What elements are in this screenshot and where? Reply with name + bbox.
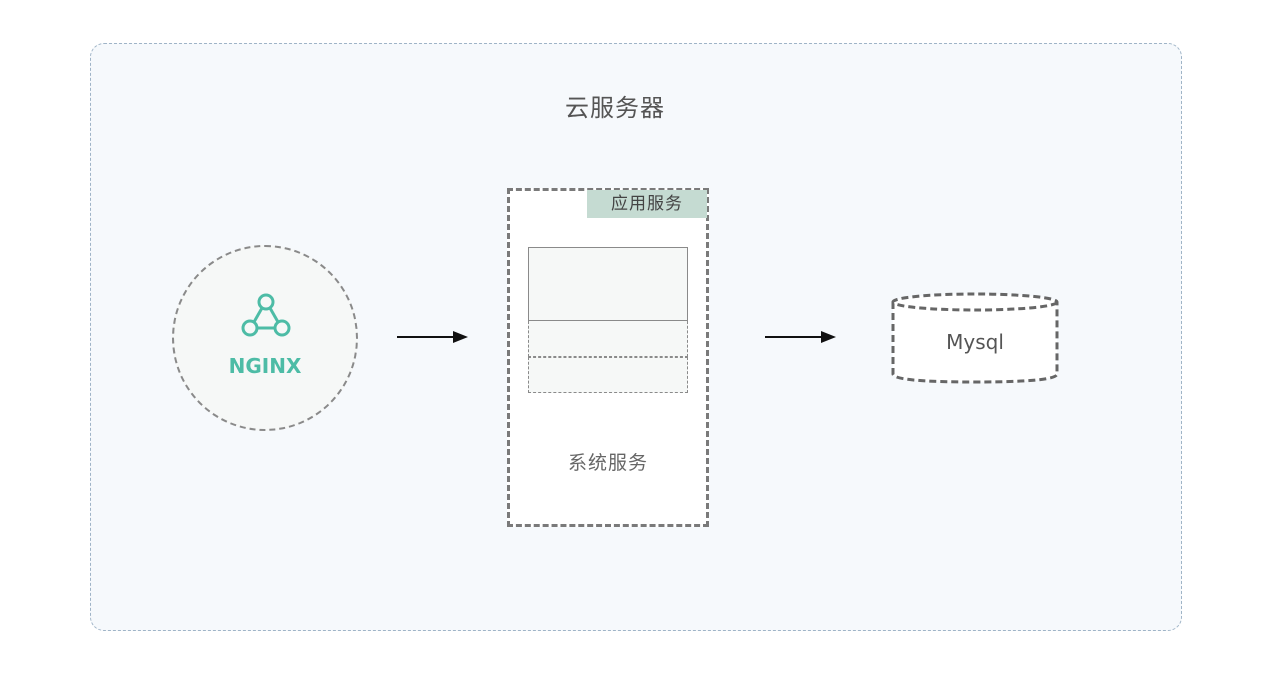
- nginx-graph-icon: [241, 293, 291, 337]
- service-stack-layer-bottom: [528, 357, 688, 393]
- nginx-node[interactable]: [172, 245, 358, 431]
- nginx-label: NGINX: [228, 354, 302, 378]
- system-service-label: 系统服务: [567, 452, 648, 474]
- mysql-label: Mysql: [946, 330, 1004, 354]
- service-stack-layer-middle: [528, 321, 688, 357]
- arrow-app-to-mysql: [765, 329, 837, 345]
- service-stack-layer-top: [528, 247, 688, 321]
- cloud-server-title: 云服务器: [565, 94, 665, 122]
- arrow-nginx-to-app: [397, 329, 469, 345]
- database-cylinder-icon[interactable]: [890, 290, 1060, 386]
- app-service-tag: 应用服务: [587, 190, 707, 218]
